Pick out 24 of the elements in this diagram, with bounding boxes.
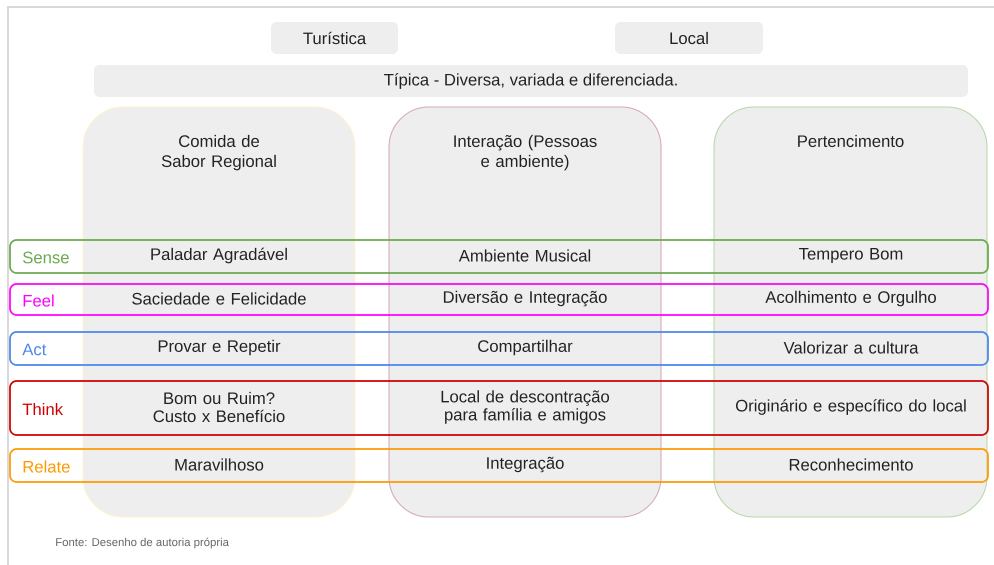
cell-text: Valorizar a cultura <box>784 341 918 354</box>
heading-band: Típica - Diversa, variada e diferenciada. <box>94 65 968 97</box>
cell-text: Bom ou Ruim? Custo x Benefício <box>154 392 285 422</box>
cell-text: Acolhimento e Orgulho <box>765 290 936 306</box>
label-box: Turística <box>271 22 398 54</box>
row-label: Relate <box>24 460 70 473</box>
cell-text: Ambiente Musical <box>458 249 590 262</box>
cell-text: Local de descontração para família e amigos <box>442 390 610 424</box>
row-label: Feel <box>24 294 54 307</box>
caption: Fonte: Desenho de autoria própria <box>56 538 229 548</box>
cell-text: Integração <box>487 456 564 472</box>
label-box: Local <box>615 22 764 54</box>
cell-text: Tempero Bom <box>799 248 902 263</box>
cell-text: Compartilhar <box>478 340 572 356</box>
cell-text: Originário e específico do local <box>736 399 966 415</box>
cell-text: Saciedade e Felicidade <box>132 292 306 305</box>
row-label: Think <box>22 402 64 416</box>
row-label: Sense <box>23 252 69 264</box>
cell-text: Reconhecimento <box>790 458 913 471</box>
row-label: Act <box>22 344 46 356</box>
cell-text: Paladar Agradável <box>151 248 287 264</box>
cell-text: Provar e Repetir <box>158 340 280 356</box>
cell-text: Maravilhoso <box>175 458 264 471</box>
cell-text: Diversão e Integração <box>444 290 607 306</box>
